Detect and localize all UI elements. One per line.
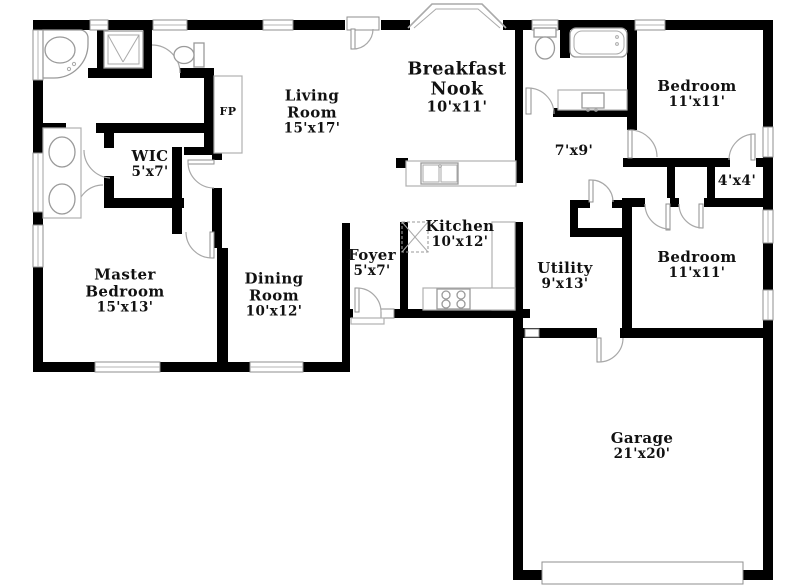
room-name: Nook (430, 78, 484, 99)
room-dims: 15'x17' (283, 120, 341, 137)
window (249, 361, 304, 373)
window (762, 289, 774, 321)
master-bedroom-door (185, 231, 215, 259)
corner-tub (42, 29, 89, 79)
toilet (173, 42, 205, 68)
shower (103, 30, 144, 69)
hall-toilet (533, 27, 557, 60)
bay-window (407, 3, 507, 29)
kitchen-bar-sink (405, 160, 517, 187)
fireplace-abbr: FP (219, 104, 237, 118)
front-door (350, 287, 385, 325)
garage-entry-door (596, 337, 624, 363)
room-name: Utility (537, 259, 593, 278)
room-name: Bedroom (85, 282, 165, 301)
fixtures (42, 27, 744, 585)
master-suite-door (187, 159, 215, 189)
bedroom2-closet-door (678, 203, 704, 229)
room-label-master-bedroom: Master Bedroom 15'x13' (85, 265, 165, 316)
window (32, 29, 44, 81)
room-name: Kitchen (425, 217, 495, 236)
fireplace-box (213, 75, 243, 154)
room-dims: 5'x7' (131, 163, 169, 180)
room-label-dining-room: Dining Room 10'x12' (244, 269, 304, 320)
window (152, 19, 188, 31)
room-dims: 9'x13' (541, 275, 589, 292)
window (762, 126, 774, 158)
room-dims: 7'x9' (554, 143, 594, 160)
room-name: WIC (131, 147, 169, 166)
hall-vanity (557, 89, 628, 112)
fireplace-label: FP (219, 104, 237, 118)
room-name: Room (287, 103, 337, 122)
window (89, 19, 109, 31)
hall-tub (569, 27, 628, 58)
room-label-hall: 7'x9' (554, 143, 594, 160)
bedroom2-door (644, 203, 671, 231)
sidelight-window (380, 308, 395, 319)
wic-door (83, 149, 111, 179)
room-label-bedroom-top-right: Bedroom 11'x11' (657, 78, 736, 110)
room-name: Bedroom (657, 248, 737, 267)
windows (32, 19, 774, 373)
doors (76, 16, 756, 363)
room-name: Garage (610, 429, 674, 448)
room-label-closet: 4'x4' (717, 173, 757, 190)
room-name: Room (249, 286, 299, 305)
room-label-breakfast-nook: Breakfast Nook 10'x11' (407, 59, 507, 116)
window (634, 19, 666, 31)
room-label-wic: WIC 5'x7' (131, 148, 168, 180)
window (32, 152, 44, 213)
room-dims: 11'x11' (668, 264, 726, 281)
room-dims: 11'x11' (668, 93, 726, 110)
room-name: Master (94, 265, 156, 284)
bedroom1-door (627, 129, 658, 159)
room-label-utility: Utility 9'x13' (537, 260, 593, 292)
window (524, 328, 540, 338)
room-dims: 4'x4' (717, 173, 757, 190)
room-dims: 15'x13' (96, 299, 154, 316)
room-dims: 21'x20' (613, 445, 671, 462)
room-label-bedroom-right: Bedroom 11'x11' (657, 249, 736, 281)
room-name: Breakfast (407, 59, 507, 80)
room-name: Foyer (348, 246, 396, 265)
room-dims: 10'x12' (245, 303, 303, 320)
utility-closet-door (588, 179, 614, 203)
room-name: Living (284, 86, 340, 105)
room-label-foyer: Foyer 5'x7' (348, 247, 396, 279)
window (262, 19, 294, 31)
room-name: Bedroom (657, 77, 737, 96)
back-door (346, 16, 380, 50)
stove (436, 288, 471, 310)
room-name: Dining (244, 269, 304, 288)
room-dims: 5'x7' (353, 262, 391, 279)
room-label-living-room: Living Room 15'x17' (283, 86, 341, 137)
double-vanity (42, 127, 82, 219)
toilet-room-door (151, 44, 181, 74)
room-dims: 10'x12' (431, 233, 489, 250)
room-label-kitchen: Kitchen 10'x12' (426, 218, 495, 250)
window (94, 361, 161, 373)
window (32, 224, 44, 268)
hall-bath-door (525, 87, 555, 115)
window (762, 209, 774, 244)
garage-door (541, 561, 744, 585)
room-label-garage: Garage 21'x20' (611, 430, 674, 462)
closet-4x4-door (728, 133, 756, 161)
pantry (401, 221, 429, 253)
room-dims: 10'x11' (426, 98, 488, 116)
